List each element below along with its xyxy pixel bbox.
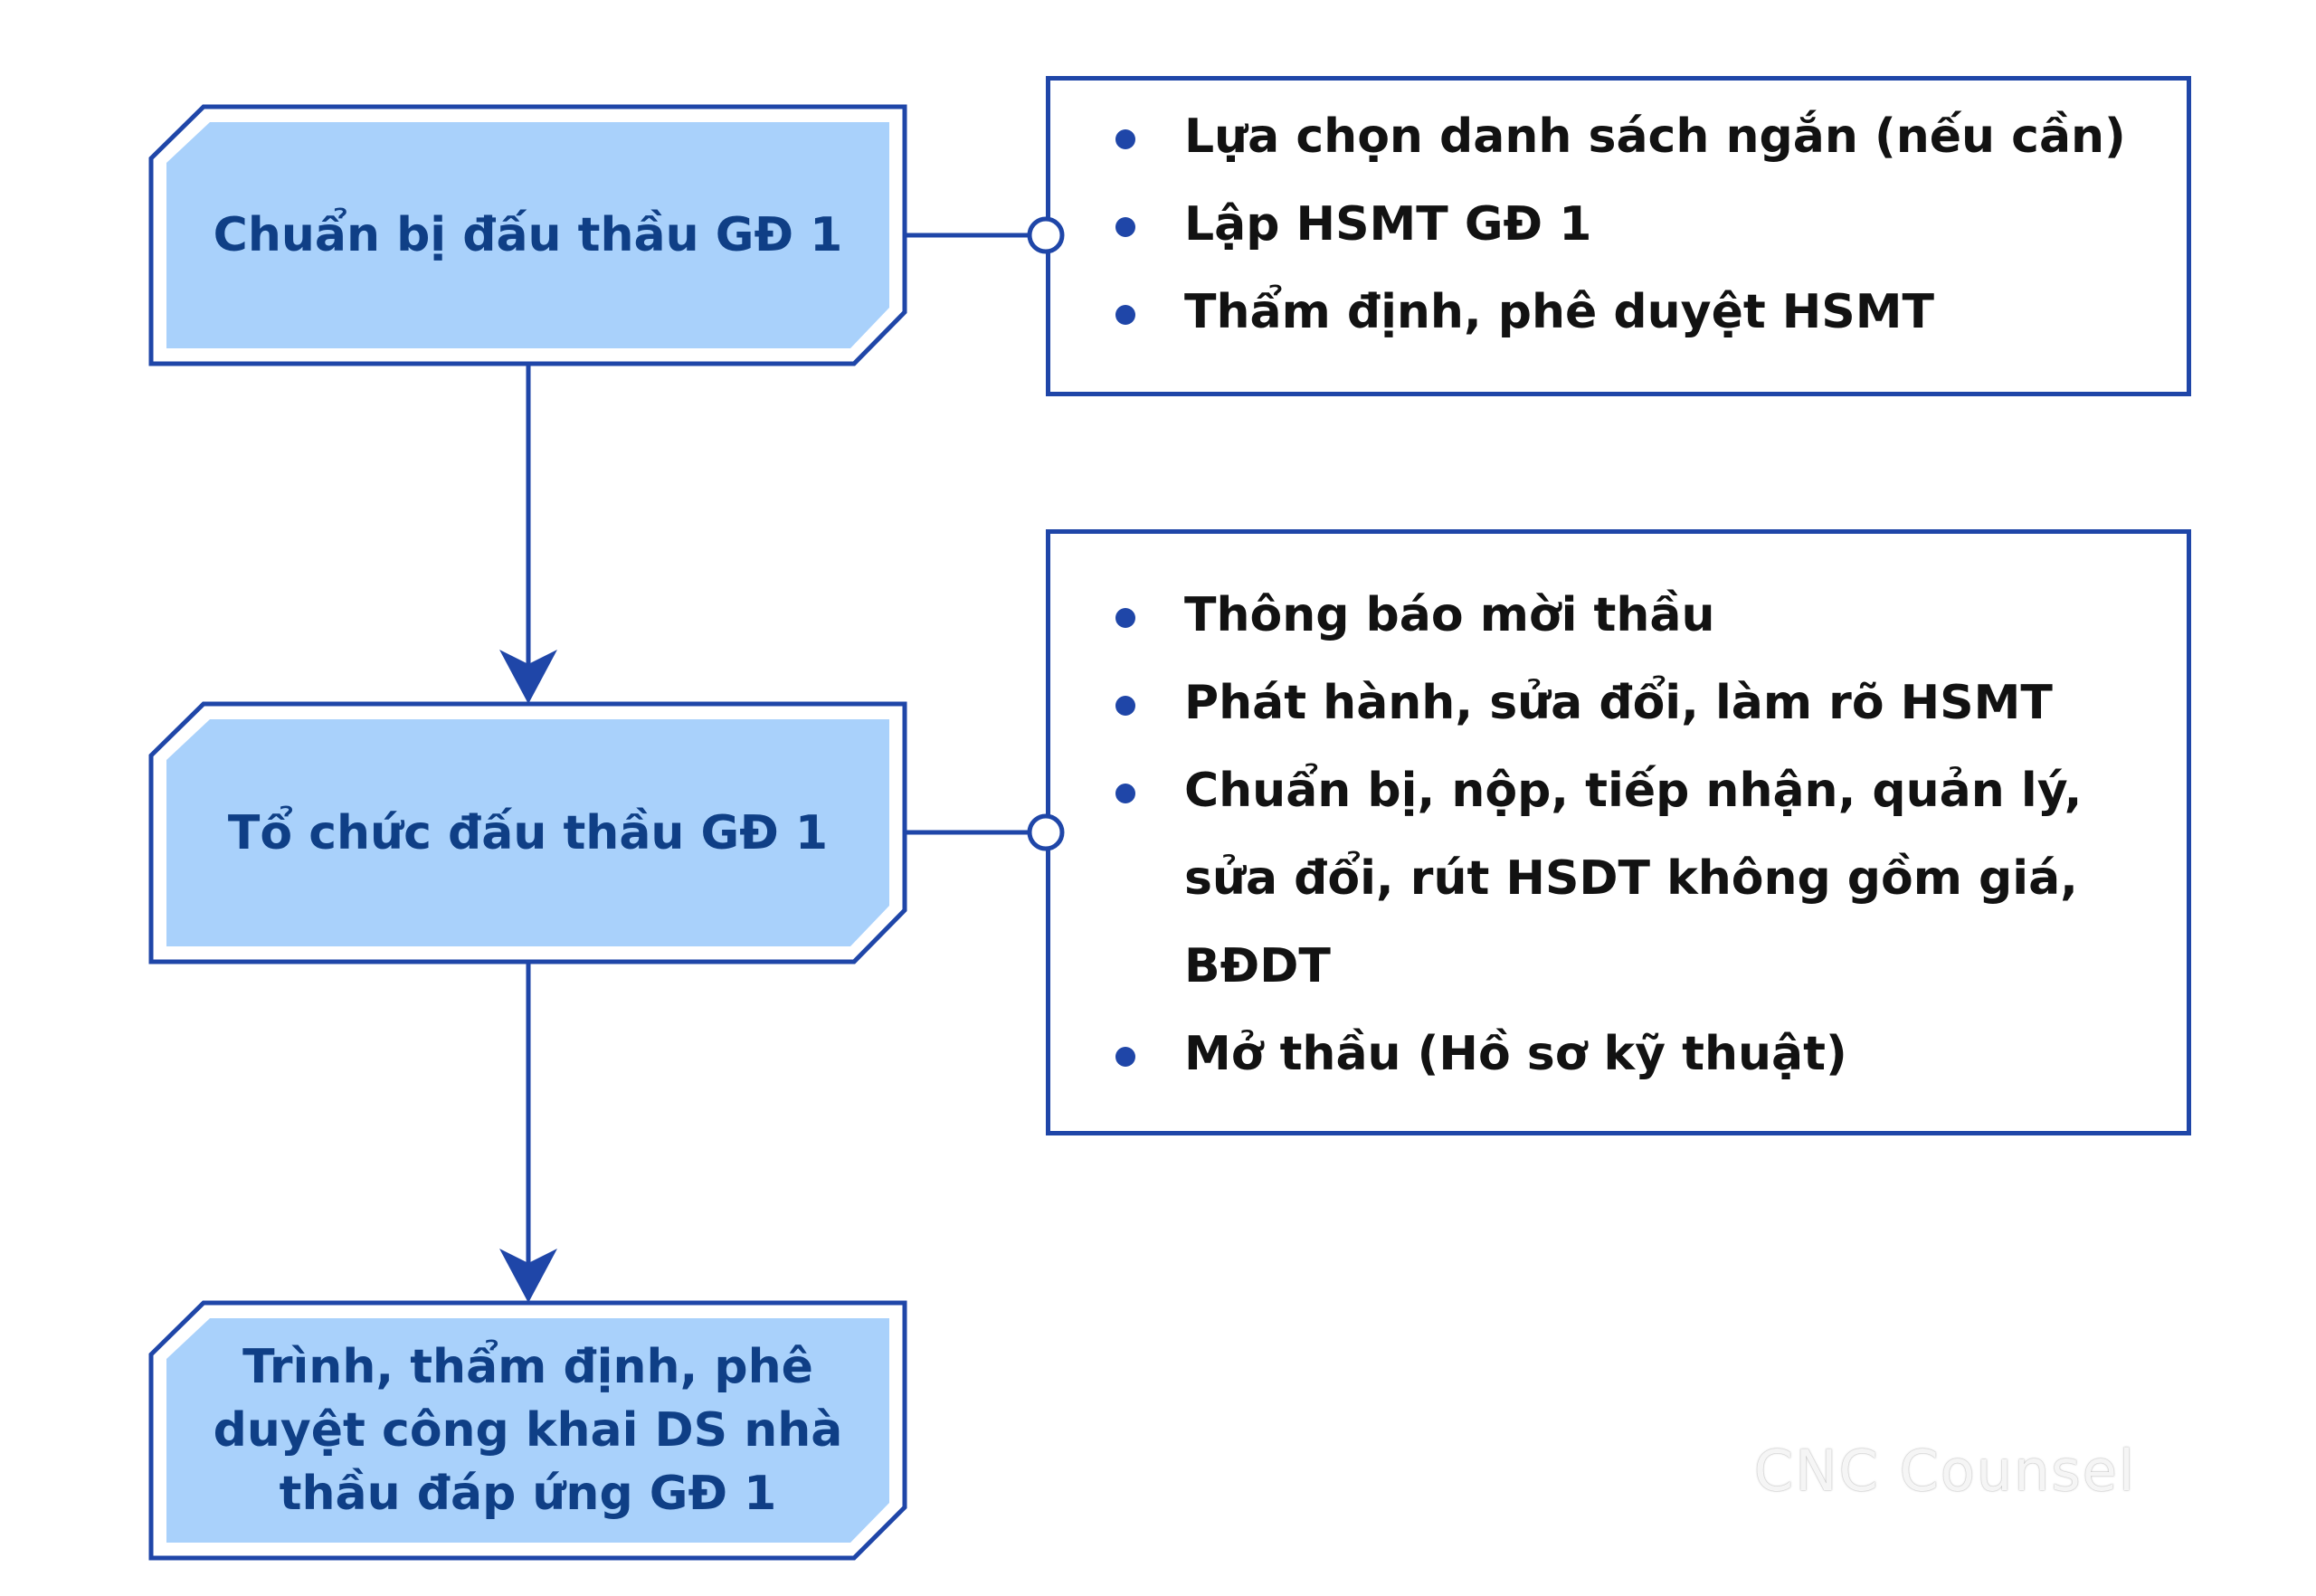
step-label-2: Tổ chức đấu thầu GĐ 1	[227, 805, 829, 860]
flow-arrow-head-1	[499, 650, 557, 704]
flow-step-3	[148, 1300, 907, 1561]
bullet-dot-icon	[1115, 217, 1135, 237]
details-box-2: Thông báo mời thầu Phát hành, sửa đổi, l…	[1046, 529, 2191, 1135]
bullet-dot-icon	[1115, 1047, 1135, 1067]
bullet-dot-icon	[1115, 129, 1135, 149]
flow-step-2	[148, 701, 907, 964]
step-label-3: Trình, thẩm định, phê duyệt công khai DS…	[213, 1340, 843, 1521]
details-list-2: Thông báo mời thầu Phát hành, sửa đổi, l…	[1050, 572, 2187, 1098]
bullet-dot-icon	[1115, 696, 1135, 716]
bullet-dot-icon	[1115, 608, 1135, 628]
details-item: Mở thầu (Hồ sơ kỹ thuật)	[1050, 1011, 2187, 1098]
details-item: Lập HSMT GĐ 1	[1050, 181, 2187, 269]
details-item: Thông báo mời thầu	[1050, 572, 2187, 660]
details-item: Phát hành, sửa đổi, làm rõ HSMT	[1050, 660, 2187, 747]
flow-step-1	[148, 104, 907, 366]
details-item: Lựa chọn danh sách ngắn (nếu cần)	[1050, 93, 2187, 181]
step-label-1: Chuẩn bị đấu thầu GĐ 1	[213, 208, 843, 262]
flow-arrow-head-2	[499, 1249, 557, 1303]
details-item: Chuẩn bị, nộp, tiếp nhận, quản lý, sửa đ…	[1050, 747, 2187, 1011]
bullet-dot-icon	[1115, 784, 1135, 803]
details-item: Thẩm định, phê duyệt HSMT	[1050, 269, 2187, 356]
details-box-1: Lựa chọn danh sách ngắn (nếu cần) Lập HS…	[1046, 76, 2191, 396]
details-list-1: Lựa chọn danh sách ngắn (nếu cần) Lập HS…	[1050, 93, 2187, 356]
bullet-dot-icon	[1115, 305, 1135, 325]
watermark-logo: CNC Counsel	[1753, 1437, 2137, 1504]
